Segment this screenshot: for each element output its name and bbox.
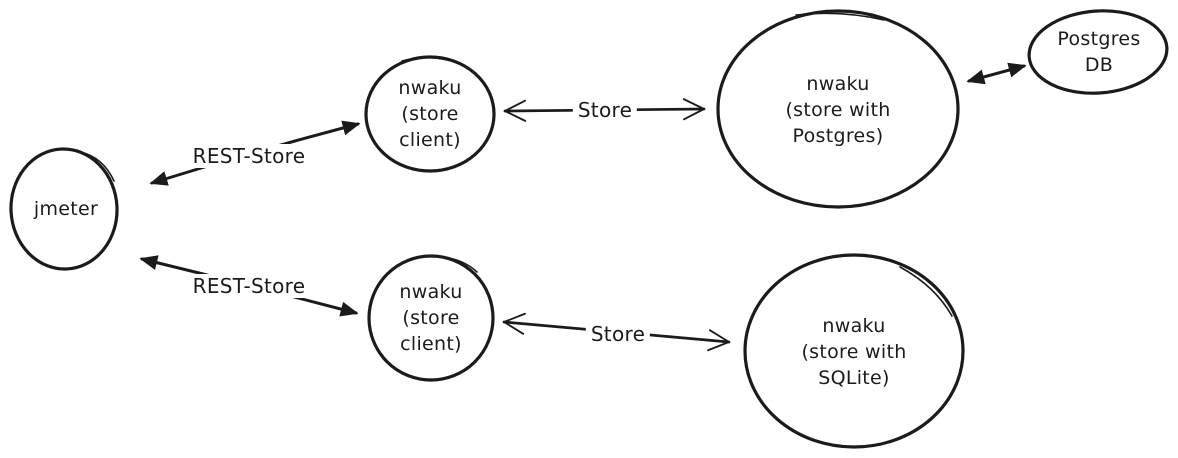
sketch-accent bbox=[899, 266, 953, 317]
edge-store-top-label: Store bbox=[572, 98, 638, 122]
sketch-accent bbox=[79, 151, 115, 182]
edge-rest-store-top-label: REST-Store bbox=[187, 144, 311, 168]
edge-rest-store-bottom-label: REST-Store bbox=[187, 274, 311, 298]
node-label-line: nwaku bbox=[822, 315, 886, 337]
edge-postgres-db-arrow bbox=[966, 62, 1027, 85]
node-label-line: Postgres) bbox=[792, 125, 884, 147]
node-label-line: jmeter bbox=[33, 198, 99, 220]
edge-store-bottom-label: Store bbox=[585, 322, 651, 346]
node-store-postgres-label: nwaku (store with Postgres) bbox=[785, 71, 890, 149]
node-jmeter-shape bbox=[9, 147, 119, 271]
node-store-postgres-shape bbox=[716, 9, 960, 209]
node-label-line: nwaku bbox=[806, 73, 870, 95]
node-store-client-bottom-label: nwaku (store client) bbox=[399, 279, 462, 357]
node-label-line: SQLite) bbox=[818, 367, 890, 389]
node-label-line: (store with bbox=[801, 341, 907, 363]
node-label-line: DB bbox=[1084, 54, 1114, 76]
node-label-line: (store bbox=[402, 307, 460, 329]
node-store-client-bottom-shape bbox=[367, 254, 495, 382]
node-label-line: (store bbox=[401, 103, 459, 125]
sketch-accent bbox=[441, 256, 478, 273]
sketch-accent bbox=[795, 12, 885, 21]
node-label-line: client) bbox=[400, 333, 462, 355]
node-jmeter-label: jmeter bbox=[34, 196, 98, 222]
node-store-sqlite-label: nwaku (store with SQLite) bbox=[801, 313, 906, 391]
node-store-client-top-label: nwaku (store client) bbox=[398, 75, 461, 153]
node-postgres-db-label: Postgres DB bbox=[1057, 26, 1140, 78]
node-postgres-db-shape bbox=[1027, 9, 1169, 95]
node-label-line: (store with bbox=[785, 99, 891, 121]
node-label-line: Postgres bbox=[1057, 28, 1141, 50]
node-label-line: client) bbox=[399, 129, 461, 151]
node-label-line: nwaku bbox=[399, 281, 463, 303]
sketch-accent bbox=[401, 56, 461, 65]
node-store-sqlite-shape bbox=[743, 253, 965, 449]
node-label-line: nwaku bbox=[398, 77, 462, 99]
